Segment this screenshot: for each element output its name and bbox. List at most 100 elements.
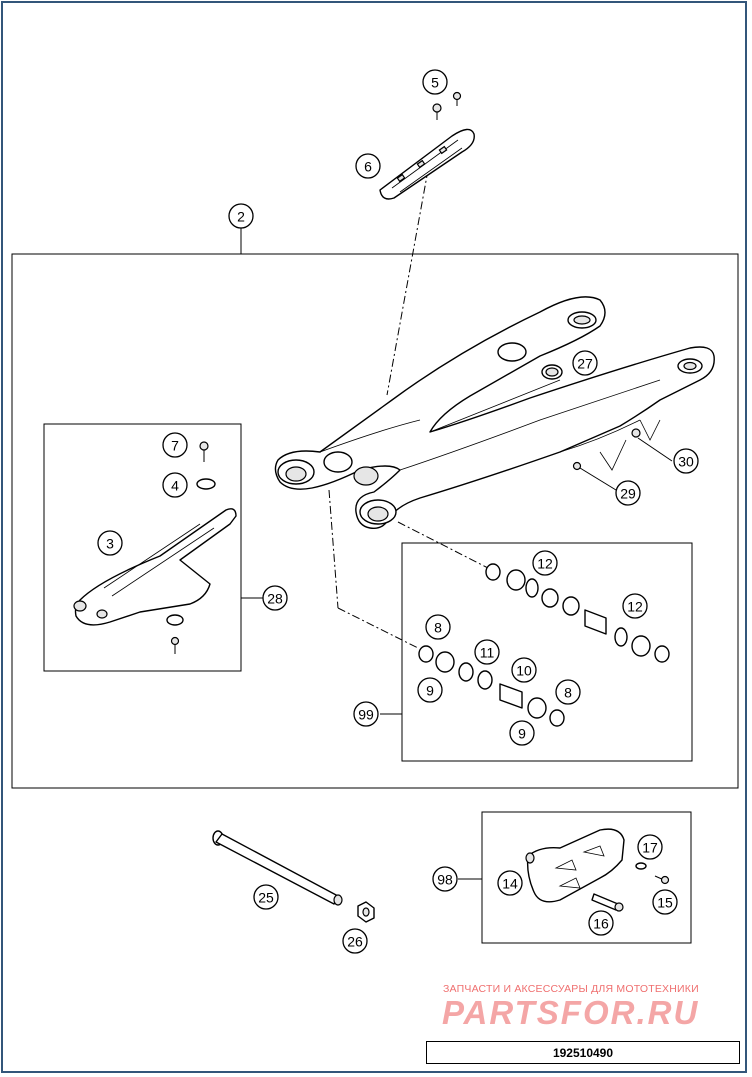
assembly-lines <box>328 169 489 649</box>
callout-number: 9 <box>518 726 526 742</box>
callout-number: 4 <box>171 478 179 494</box>
callout-30: 30 <box>673 448 699 474</box>
callout-circle <box>652 889 678 915</box>
callout-number: 8 <box>434 620 442 636</box>
guide-nut <box>654 875 670 885</box>
callout-number: 16 <box>593 916 609 932</box>
cover-cap <box>541 364 563 380</box>
box-chain-slider-group <box>43 423 242 672</box>
watermark-subtitle: ЗАПЧАСТИ И АКСЕССУАРЫ ДЛЯ МОТОТЕХНИКИ <box>443 983 699 995</box>
leader-lines <box>240 228 673 880</box>
upper-chain-slider <box>379 128 475 200</box>
callout-circle <box>555 679 581 705</box>
callout-circle <box>432 866 458 892</box>
callout-number: 27 <box>577 356 593 372</box>
callout-number: 99 <box>358 707 374 723</box>
callout-circle <box>615 480 641 506</box>
callout-number: 7 <box>171 438 179 454</box>
chain-guide <box>525 828 625 903</box>
callout-8: 8 <box>425 614 451 640</box>
callout-circle <box>497 870 523 896</box>
callout-number: 8 <box>564 685 572 701</box>
callout-circle <box>572 350 598 376</box>
callout-number: 29 <box>620 486 636 502</box>
guide-washer <box>635 862 647 870</box>
callout-circle <box>425 614 451 640</box>
callout-9: 9 <box>417 677 443 703</box>
callout-4: 4 <box>162 472 188 498</box>
callout-circle <box>262 585 288 611</box>
callout-14: 14 <box>497 870 523 896</box>
callout-number: 98 <box>437 872 453 888</box>
callout-8: 8 <box>555 679 581 705</box>
callout-circle <box>353 701 379 727</box>
callout-number: 10 <box>516 663 532 679</box>
callout-number: 2 <box>237 209 245 225</box>
callout-17: 17 <box>637 834 663 860</box>
swingarm <box>274 296 715 530</box>
callout-number: 25 <box>258 890 274 906</box>
callout-number: 9 <box>426 683 434 699</box>
watermark-logo: PARTSFOR.RU <box>442 994 700 1031</box>
callout-circle <box>637 834 663 860</box>
callout-circle <box>622 593 648 619</box>
callout-number: 5 <box>431 75 439 91</box>
callout-number: 3 <box>106 536 114 552</box>
callout-number: 15 <box>657 895 673 911</box>
callout-26: 26 <box>342 928 368 954</box>
callout-circle <box>355 153 381 179</box>
callout-16: 16 <box>588 910 614 936</box>
callout-number: 12 <box>627 599 643 615</box>
callout-12: 12 <box>622 593 648 619</box>
document-number: 192510490 <box>426 1041 740 1064</box>
callout-circle <box>509 720 535 746</box>
slider-washer-lower <box>166 614 184 626</box>
callout-12: 12 <box>532 550 558 576</box>
callout-27: 27 <box>572 350 598 376</box>
bolt-small-2 <box>631 428 641 438</box>
callout-circle <box>673 448 699 474</box>
box-bearing-kit <box>401 542 693 762</box>
callout-number: 30 <box>678 454 694 470</box>
box-swingarm-assembly <box>11 253 739 789</box>
slider-screw-lower <box>170 636 180 654</box>
callout-circle <box>532 550 558 576</box>
slider-screws <box>432 91 462 120</box>
callout-circle <box>511 657 537 683</box>
callout-11: 11 <box>474 639 500 665</box>
callout-25: 25 <box>253 884 279 910</box>
callout-number: 6 <box>364 159 372 175</box>
callout-number: 28 <box>267 591 283 607</box>
callout-6: 6 <box>355 153 381 179</box>
callout-10: 10 <box>511 657 537 683</box>
callout-9: 9 <box>509 720 535 746</box>
slider-bolt <box>199 441 209 462</box>
slider-washer <box>196 478 216 490</box>
callout-99: 99 <box>353 701 379 727</box>
callout-7: 7 <box>162 432 188 458</box>
callout-3: 3 <box>97 530 123 556</box>
callout-circle <box>474 639 500 665</box>
callout-circle <box>422 69 448 95</box>
callout-circle <box>97 530 123 556</box>
callout-circle <box>162 432 188 458</box>
swingarm-pivot-axle <box>212 830 343 906</box>
callout-15: 15 <box>652 889 678 915</box>
callout-circle <box>253 884 279 910</box>
callout-5: 5 <box>422 69 448 95</box>
box-chain-guide-kit <box>481 811 692 944</box>
callout-circle <box>162 472 188 498</box>
callout-circle <box>342 928 368 954</box>
callout-circle <box>417 677 443 703</box>
callout-98: 98 <box>432 866 458 892</box>
callout-29: 29 <box>615 480 641 506</box>
callout-number: 14 <box>502 876 518 892</box>
callout-number: 26 <box>347 934 363 950</box>
callout-circle <box>588 910 614 936</box>
callout-28: 28 <box>262 585 288 611</box>
guide-bolt <box>591 893 624 912</box>
callout-number: 17 <box>642 840 658 856</box>
chain-slider <box>73 508 237 626</box>
